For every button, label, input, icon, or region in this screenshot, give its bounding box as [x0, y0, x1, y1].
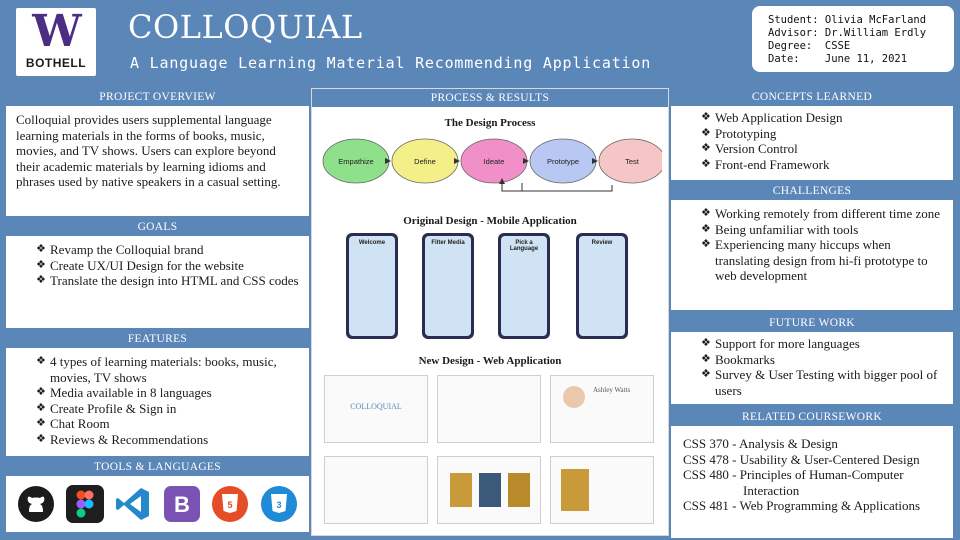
book-cover — [450, 473, 472, 507]
process-heading: PROCESS & RESULTS — [312, 89, 668, 107]
overview-body: Colloquial provides users supplemental l… — [6, 106, 309, 216]
concepts-heading: CONCEPTS LEARNED — [671, 88, 953, 106]
overview-heading: PROJECT OVERVIEW — [6, 88, 309, 106]
info-student: Student: Olivia McFarland — [768, 14, 927, 26]
info-advisor: Advisor: Dr.William Erdly — [768, 27, 927, 39]
left-column: PROJECT OVERVIEW Colloquial provides use… — [6, 88, 309, 536]
future-item: Bookmarks — [679, 352, 945, 368]
phone-title: Review — [591, 240, 613, 246]
challenge-item: Working remotely from different time zon… — [679, 206, 945, 222]
process-step-label: Test — [625, 157, 640, 166]
feature-item: 4 types of learning materials: books, mu… — [14, 354, 301, 385]
future-body: Support for more languages Bookmarks Sur… — [671, 332, 953, 404]
features-body: 4 types of learning materials: books, mu… — [6, 348, 309, 456]
info-degree: Degree: CSSE — [768, 40, 851, 52]
loop-arrow-return — [499, 178, 522, 192]
goal-item: Translate the design into HTML and CSS c… — [14, 273, 301, 289]
goal-item: Revamp the Colloquial brand — [14, 242, 301, 258]
web-thumb-media — [437, 456, 541, 524]
phone-mockup: Pick a Language — [498, 233, 550, 339]
svg-text:5: 5 — [228, 500, 233, 510]
feature-item: Create Profile & Sign in — [14, 401, 301, 417]
feature-item: Reviews & Recommendations — [14, 432, 301, 448]
design-process-title: The Design Process — [444, 117, 536, 129]
web-thumb-detail — [550, 456, 654, 524]
web-thumb-landing: COLLOQUIAL — [324, 375, 428, 443]
poster-title: COLLOQUIAL — [128, 8, 363, 46]
challenges-body: Working remotely from different time zon… — [671, 200, 953, 310]
phone-mockup: Filter Media — [422, 233, 474, 339]
process-step-label: Empathize — [338, 157, 373, 166]
phone-title: Welcome — [358, 240, 386, 246]
profile-name: Ashley Watts — [593, 386, 631, 394]
goals-body: Revamp the Colloquial brand Create UX/UI… — [6, 236, 309, 328]
github-icon — [16, 484, 56, 524]
student-info-card: Student: Olivia McFarland Advisor: Dr.Wi… — [752, 6, 954, 72]
web-thumb-languages — [324, 456, 428, 524]
info-date: Date: June 11, 2021 — [768, 53, 908, 65]
uw-bothell-logo: W BOTHELL — [16, 8, 96, 76]
course-item: CSS 480 - Principles of Human-Computer — [683, 467, 904, 482]
process-step-label: Prototype — [547, 157, 579, 166]
web-thumb-profile: Ashley Watts — [550, 375, 654, 443]
future-item: Support for more languages — [679, 336, 945, 352]
book-cover — [479, 473, 501, 507]
avatar — [563, 386, 585, 408]
phone-title: Pick a Language — [509, 240, 539, 252]
course-item-continued: Interaction — [743, 482, 800, 498]
mobile-design-title: Original Design - Mobile Application — [403, 215, 577, 227]
poster-subtitle: A Language Learning Material Recommendin… — [130, 54, 652, 72]
future-heading: FUTURE WORK — [671, 314, 953, 332]
web-design-title: New Design - Web Application — [418, 355, 562, 367]
concept-item: Front-end Framework — [679, 157, 945, 173]
poster-header: W BOTHELL COLLOQUIAL A Language Learning… — [0, 0, 960, 84]
css3-icon: 3 — [259, 484, 299, 524]
vscode-icon — [113, 484, 153, 524]
tools-row: B 5 3 — [6, 476, 309, 532]
coursework-body: CSS 370 - Analysis & Design CSS 478 - Us… — [671, 426, 953, 538]
figma-icon — [65, 484, 105, 524]
goals-heading: GOALS — [6, 218, 309, 236]
logo-letter: W — [32, 6, 81, 57]
phone-mockup: Welcome — [346, 233, 398, 339]
course-item: CSS 481 - Web Programming & Applications — [683, 498, 921, 513]
concept-item: Web Application Design — [679, 110, 945, 126]
svg-text:B: B — [174, 492, 190, 517]
phone-mockup: Review — [576, 233, 628, 339]
challenges-heading: CHALLENGES — [671, 182, 953, 200]
right-column: CONCEPTS LEARNED Web Application Design … — [671, 88, 953, 538]
future-item: Survey & User Testing with bigger pool o… — [679, 367, 945, 398]
feature-item: Chat Room — [14, 416, 301, 432]
concept-item: Prototyping — [679, 126, 945, 142]
overview-text: Colloquial provides users supplemental l… — [16, 112, 281, 189]
phone-title: Filter Media — [431, 240, 465, 246]
feature-item: Media available in 8 languages — [14, 385, 301, 401]
goal-item: Create UX/UI Design for the website — [14, 258, 301, 274]
features-heading: FEATURES — [6, 330, 309, 348]
loop-arrow — [521, 183, 613, 192]
challenge-item: Experiencing many hiccups when translati… — [679, 237, 945, 284]
svg-text:3: 3 — [276, 500, 281, 510]
book-cover — [508, 473, 530, 507]
tools-heading: TOOLS & LANGUAGES — [6, 458, 309, 476]
process-step-bubble — [598, 138, 662, 184]
course-item: CSS 478 - Usability & User-Centered Desi… — [683, 451, 920, 467]
web-thumb-signup — [437, 375, 541, 443]
challenge-item: Being unfamiliar with tools — [679, 222, 945, 238]
process-step-label: Ideate — [484, 157, 505, 166]
book-cover — [561, 469, 589, 511]
bootstrap-icon: B — [162, 484, 202, 524]
coursework-heading: RELATED COURSEWORK — [671, 408, 953, 426]
design-process-diagram: Empathize Define Ideate Prototype Test — [322, 138, 662, 192]
concepts-body: Web Application Design Prototyping Versi… — [671, 106, 953, 180]
logo-subtitle: BOTHELL — [25, 56, 87, 70]
course-item: CSS 370 - Analysis & Design — [683, 436, 838, 451]
web-logo: COLLOQUIAL — [350, 402, 402, 411]
middle-column: PROCESS & RESULTS The Design Process Emp… — [311, 88, 669, 536]
html5-icon: 5 — [210, 484, 250, 524]
concept-item: Version Control — [679, 141, 945, 157]
process-step-label: Define — [414, 157, 436, 166]
